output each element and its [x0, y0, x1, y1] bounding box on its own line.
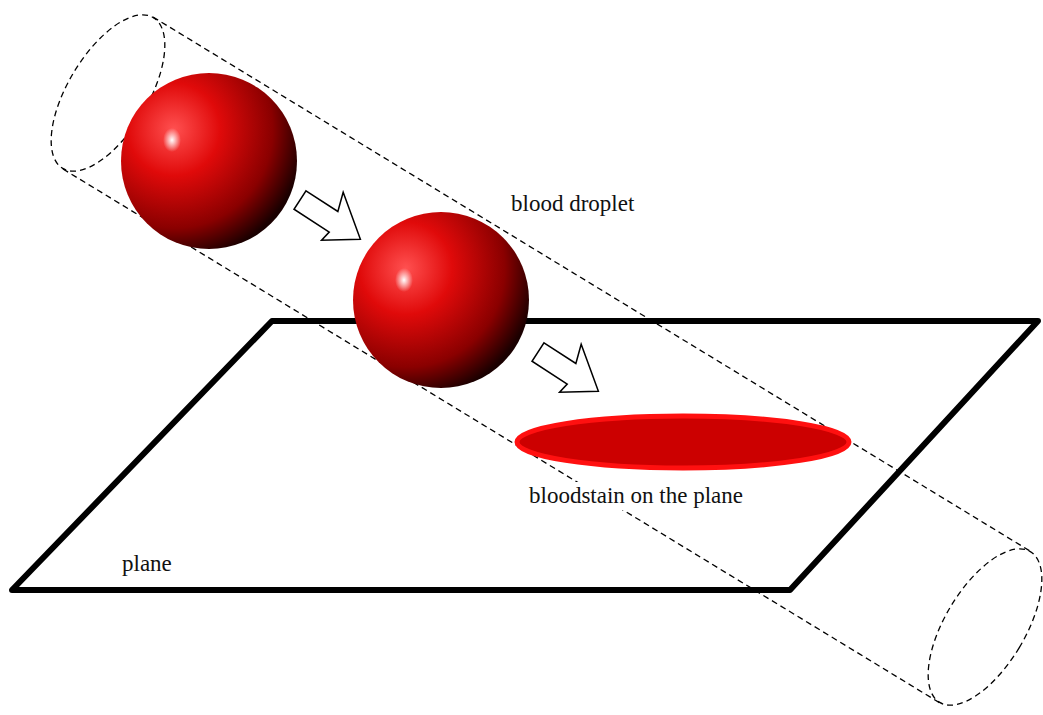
bloodstain [517, 416, 849, 468]
blood-droplet-sphere [121, 73, 297, 249]
trajectory-cylinder [28, 0, 1043, 715]
plane-outline [12, 321, 1038, 590]
motion-arrow [526, 327, 615, 410]
droplet-label: blood droplet [508, 190, 637, 218]
blood-droplet-sphere [353, 212, 529, 388]
bloodstain-label: bloodstain on the plane [526, 482, 746, 510]
motion-arrow [288, 175, 377, 258]
plane-label: plane [119, 550, 175, 578]
